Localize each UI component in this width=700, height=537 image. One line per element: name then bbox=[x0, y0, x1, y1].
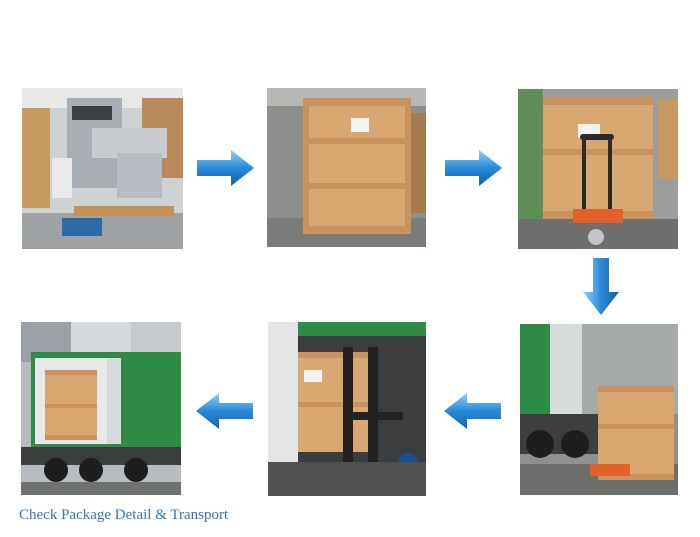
photo-crate-on-pallet-jack bbox=[518, 89, 678, 249]
photo-container-truck-loaded bbox=[21, 322, 181, 495]
photo-machine-on-pallet bbox=[22, 88, 183, 249]
photo-wooden-crate-packed bbox=[267, 88, 426, 247]
caption: Check Package Detail & Transport bbox=[19, 507, 229, 523]
down-arrow-icon bbox=[583, 258, 619, 315]
left-arrow-icon bbox=[196, 393, 253, 429]
right-arrow-icon bbox=[197, 150, 254, 186]
photo-crate-moved-to-container bbox=[520, 324, 678, 495]
right-arrow-icon bbox=[445, 150, 502, 186]
photo-forklift-loading-crate bbox=[268, 322, 426, 496]
left-arrow-icon bbox=[444, 393, 501, 429]
